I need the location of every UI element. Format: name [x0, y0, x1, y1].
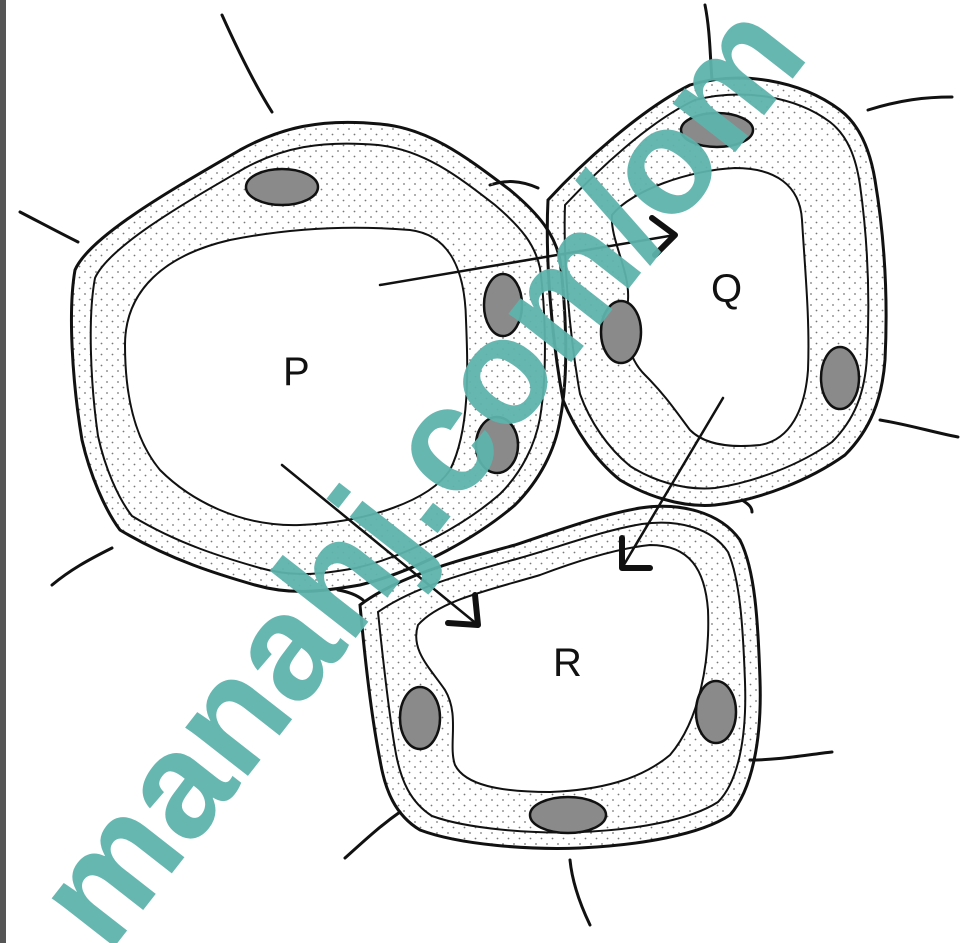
chloroplast — [246, 169, 318, 205]
left-border — [0, 0, 6, 943]
chloroplast — [821, 347, 859, 409]
cell-p-label: P — [283, 350, 310, 394]
chloroplast — [530, 797, 606, 833]
cell-r-label: R — [553, 641, 582, 685]
cell-q-label: Q — [711, 267, 742, 311]
chloroplast — [696, 681, 736, 743]
chloroplast — [400, 687, 440, 749]
